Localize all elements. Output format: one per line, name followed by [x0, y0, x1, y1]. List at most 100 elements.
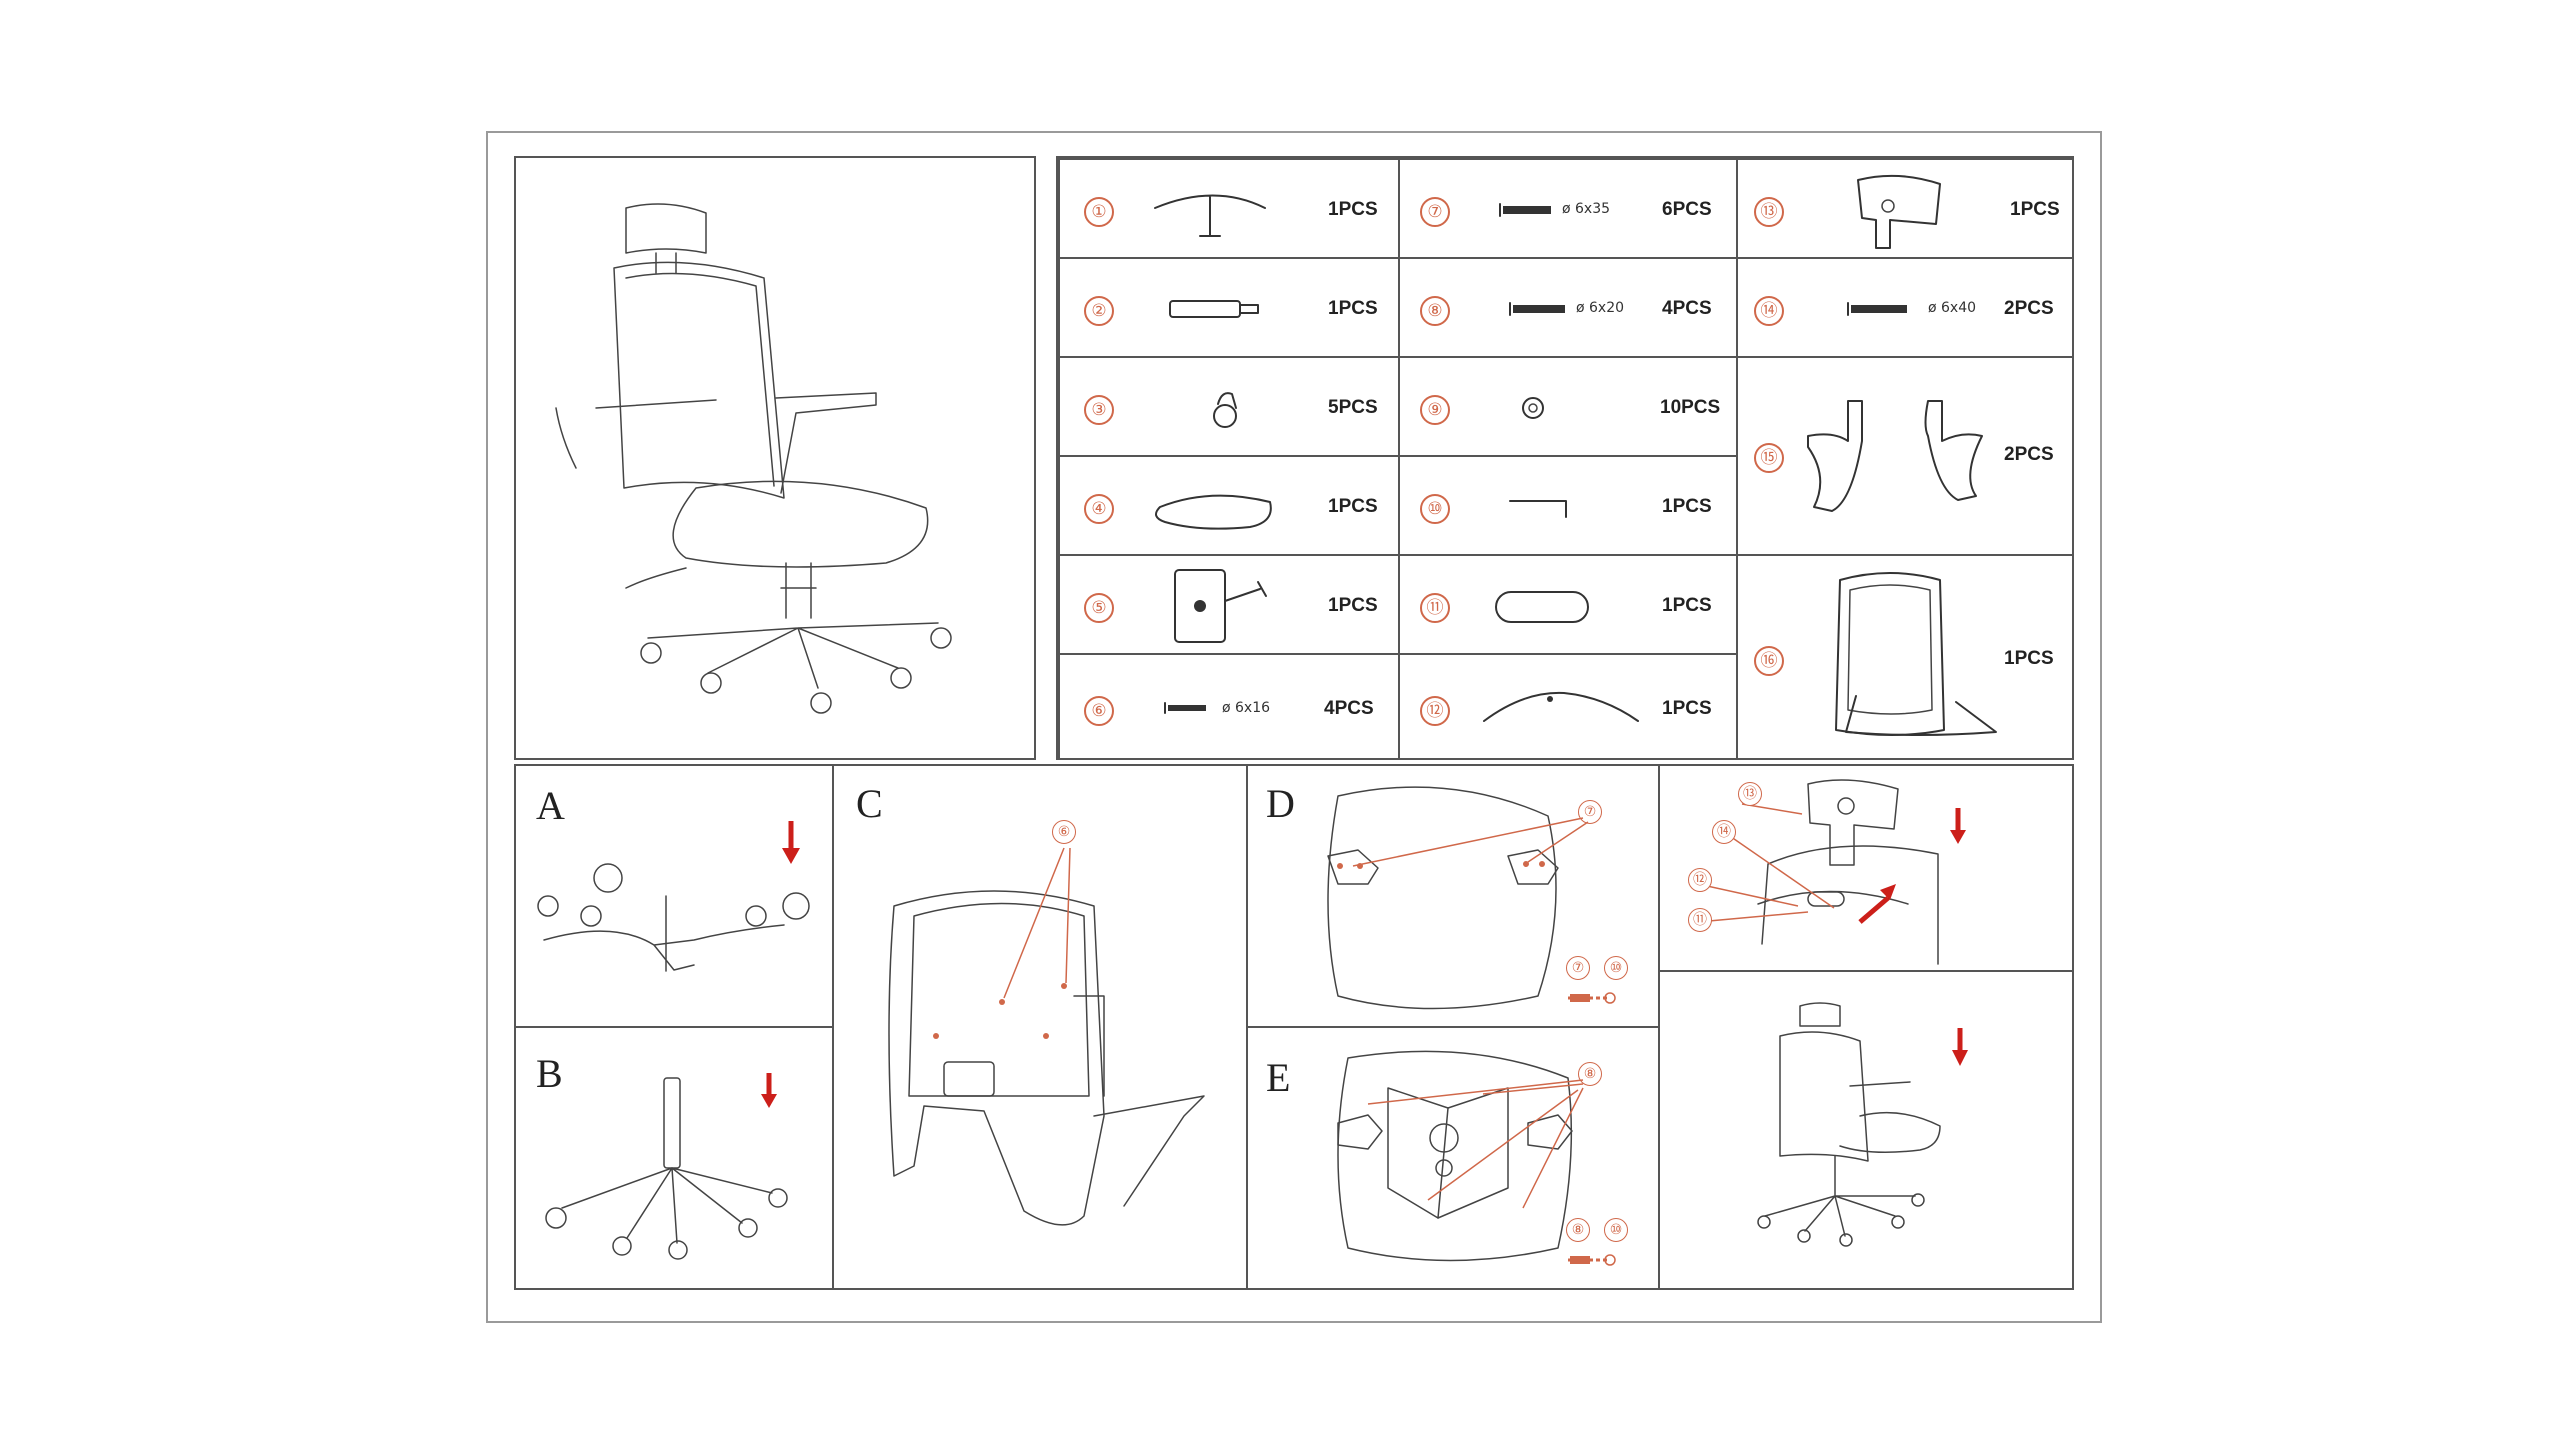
backrest-armrest-assembly-icon [888, 847, 1205, 1226]
part-cell-13: ⑬ 1PCS [1736, 158, 2072, 259]
armrest-pair-icon [1807, 400, 1983, 512]
screw-size: ø 6x40 [1928, 300, 1977, 316]
part-number: ⑧ [1420, 296, 1450, 326]
part-quantity: 1PCS [2004, 648, 2054, 669]
seat-underside-icon [1327, 786, 1616, 1010]
mechanism-on-seat-icon [1337, 1050, 1616, 1266]
part-quantity: 10PCS [1660, 397, 1721, 418]
part-number: ⑩ [1420, 494, 1450, 524]
base-with-cylinder-icon [545, 1073, 788, 1260]
headrest-icon [1857, 174, 1941, 249]
part-quantity: 1PCS [1662, 698, 1712, 719]
parts-list-panel: ① 1PCS ② 1PCS ③ 5PCS ④ 1PCS ⑤ 1PCS ⑥ ø 6… [1056, 156, 2074, 760]
part-cell-9: ⑨ 10PCS [1398, 356, 1738, 457]
step-b-panel: B [514, 1026, 834, 1290]
step-d-panel: D ⑦ ⑦ ⑩ [1246, 764, 1660, 1028]
part-number: ⑦ [1420, 197, 1450, 227]
headrest-lumbar-assembly-icon [1697, 779, 1966, 965]
backrest-frame-icon [1835, 572, 1997, 736]
part-quantity: 4PCS [1662, 298, 1712, 319]
part-number: ② [1084, 296, 1114, 326]
part-number: ③ [1084, 395, 1114, 425]
part-number: ⑥ [1084, 696, 1114, 726]
callout-number: ⑪ [1688, 908, 1712, 932]
part-quantity: 1PCS [1662, 496, 1712, 517]
seat-cushion-icon [1155, 494, 1272, 530]
part-quantity: 1PCS [1328, 199, 1378, 220]
finished-chair-icon [1757, 1002, 1968, 1247]
part-cell-1: ① 1PCS [1058, 158, 1400, 259]
part-quantity: 1PCS [2010, 199, 2060, 220]
part-number: ⑤ [1084, 593, 1114, 623]
step-f-detail [1660, 766, 2072, 972]
part-cell-7: ⑦ ø 6x35 6PCS [1398, 158, 1738, 259]
part-cell-15: ⑮ 2PCS [1736, 356, 2072, 556]
lumbar-bracket-icon [1483, 691, 1639, 722]
part-number: ⑬ [1754, 197, 1784, 227]
lumbar-cover-icon [1495, 591, 1589, 623]
part-quantity: 2PCS [2004, 444, 2054, 465]
part-quantity: 1PCS [1328, 298, 1378, 319]
step-a-panel: A [514, 764, 834, 1028]
step-label: E [1266, 1055, 1291, 1100]
tilt-mechanism-icon [1174, 569, 1267, 643]
screw-icon [1164, 702, 1206, 714]
step-c-panel: C ⑥ [832, 764, 1248, 1290]
callout-number: ⑫ [1688, 868, 1712, 892]
callout-number: ⑭ [1712, 820, 1736, 844]
part-quantity: 6PCS [1662, 199, 1712, 220]
part-cell-12: ⑫ 1PCS [1398, 653, 1738, 758]
screw-icon [1847, 302, 1907, 316]
part-quantity: 2PCS [2004, 298, 2054, 319]
part-number: ⑮ [1754, 443, 1784, 473]
washer-icon [1522, 397, 1544, 419]
callout-number: ⑩ [1604, 1218, 1628, 1242]
screw-size: ø 6x20 [1576, 300, 1625, 316]
part-quantity: 1PCS [1328, 595, 1378, 616]
screw-size: ø 6x16 [1222, 700, 1271, 716]
part-number: ⑭ [1754, 296, 1784, 326]
part-number: ① [1084, 197, 1114, 227]
callout-number: ⑧ [1566, 1218, 1590, 1242]
part-cell-16: ⑯ 1PCS [1736, 554, 2072, 758]
part-number: ⑯ [1754, 646, 1784, 676]
part-quantity: 4PCS [1324, 698, 1374, 719]
part-cell-14: ⑭ ø 6x40 2PCS [1736, 257, 2072, 358]
allen-key-icon [1509, 500, 1567, 518]
overview-panel [514, 156, 1036, 760]
callout-number: ⑧ [1578, 1062, 1602, 1086]
part-number: ⑫ [1420, 696, 1450, 726]
part-cell-4: ④ 1PCS [1058, 455, 1400, 556]
part-quantity: 1PCS [1328, 496, 1378, 517]
step-label: A [536, 783, 565, 828]
step-label: D [1266, 781, 1295, 826]
base-with-casters-icon [537, 821, 810, 972]
callout-number: ⑦ [1566, 956, 1590, 980]
gas-cylinder-icon [1169, 300, 1259, 318]
part-cell-8: ⑧ ø 6x20 4PCS [1398, 257, 1738, 358]
part-number: ⑨ [1420, 395, 1450, 425]
part-quantity: 5PCS [1328, 397, 1378, 418]
callout-number: ⑩ [1604, 956, 1628, 980]
screw-icon [1509, 302, 1565, 316]
part-number: ④ [1084, 494, 1114, 524]
step-e-panel: E ⑧ ⑧ ⑩ [1246, 1026, 1660, 1290]
part-cell-3: ③ 5PCS [1058, 356, 1400, 457]
caster-wheel-icon [1213, 392, 1237, 428]
star-base-icon [1154, 194, 1266, 237]
part-cell-2: ② 1PCS [1058, 257, 1400, 358]
step-label: B [536, 1051, 563, 1096]
part-cell-10: ⑩ 1PCS [1398, 455, 1738, 556]
step-label: C [856, 781, 883, 826]
step-f-panel: F ⑬ ⑭ ⑫ ⑪ [1658, 764, 2074, 1290]
callout-number: ⑦ [1578, 800, 1602, 824]
assembled-chair-icon [555, 203, 952, 714]
part-number: ⑪ [1420, 593, 1450, 623]
callout-number: ⑥ [1052, 820, 1076, 844]
screw-icon [1499, 203, 1551, 217]
part-quantity: 1PCS [1662, 595, 1712, 616]
part-cell-11: ⑪ 1PCS [1398, 554, 1738, 655]
screw-size: ø 6x35 [1562, 201, 1611, 217]
part-cell-5: ⑤ 1PCS [1058, 554, 1400, 655]
callout-number: ⑬ [1738, 782, 1762, 806]
